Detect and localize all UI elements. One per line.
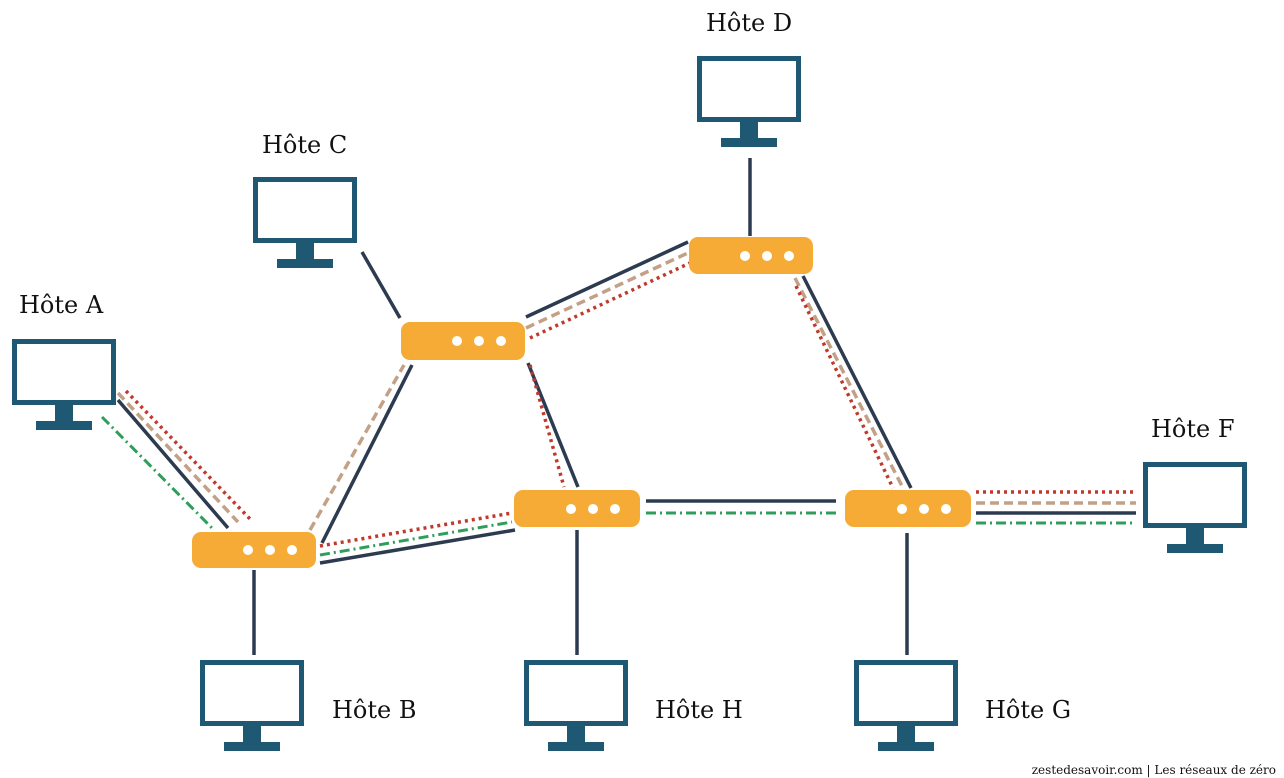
path-green-segment (319, 520, 513, 557)
router-icon (689, 237, 813, 274)
link-host-c-router-2 (360, 251, 402, 319)
link-router-3-router-5 (801, 275, 913, 489)
router-light (588, 504, 598, 514)
credit-text: zestedesavoir.com | Les réseaux de zéro (1032, 763, 1276, 777)
path-red-segment (319, 511, 513, 548)
router-light (452, 336, 462, 346)
path-tan-segment (793, 277, 905, 489)
path-green-segment (100, 415, 214, 530)
router-light (762, 251, 772, 261)
host-h-label: Hôte H (655, 696, 743, 724)
monitor-icon (12, 339, 116, 430)
host-c-label: Hôte C (262, 131, 347, 159)
monitor-icon (524, 660, 628, 751)
host-b: Hôte B (200, 660, 417, 751)
router-light (566, 504, 576, 514)
router-1 (192, 532, 316, 568)
link-router-2-router-4 (526, 362, 580, 488)
router-icon (192, 532, 316, 568)
router-light (243, 545, 253, 555)
router-5 (845, 490, 971, 527)
router-light (265, 545, 275, 555)
router-light (287, 545, 297, 555)
host-g-label: Hôte G (985, 696, 1071, 724)
router-icon (514, 490, 640, 527)
host-a: Hôte A (12, 291, 116, 430)
router-light (919, 504, 929, 514)
path-tan-segment (308, 364, 406, 531)
host-d-label: Hôte D (706, 9, 792, 37)
monitor-icon (854, 660, 958, 751)
link-router-1-router-2 (320, 364, 414, 544)
monitor-icon (200, 660, 304, 751)
host-d: Hôte D (697, 9, 801, 147)
link-host-a-router-1 (116, 398, 230, 530)
host-c: Hôte C (253, 131, 357, 268)
link-router-1-router-4 (319, 528, 516, 565)
router-light (740, 251, 750, 261)
router-4 (514, 490, 640, 527)
path-tan-segment (116, 391, 240, 524)
router-light (784, 251, 794, 261)
router-light (474, 336, 484, 346)
router-icon (845, 490, 971, 527)
monitor-icon (1143, 462, 1247, 553)
router-3 (689, 237, 813, 274)
routing-paths (100, 250, 1136, 557)
network-links (116, 158, 1136, 655)
host-f: Hôte F (1143, 415, 1247, 553)
path-red-segment (124, 389, 254, 523)
host-f-label: Hôte F (1151, 415, 1235, 443)
router-2 (401, 322, 525, 360)
path-tan-segment (525, 250, 691, 330)
router-icon (401, 322, 525, 360)
router-light (610, 504, 620, 514)
router-light (941, 504, 951, 514)
router-light (496, 336, 506, 346)
link-router-2-router-3 (525, 240, 689, 319)
host-b-label: Hôte B (332, 696, 417, 724)
host-a-label: Hôte A (19, 291, 104, 319)
monitor-icon (253, 177, 357, 268)
host-h: Hôte H (524, 660, 743, 751)
path-red-segment (794, 285, 895, 489)
path-red-segment (529, 260, 693, 340)
monitor-icon (697, 56, 801, 147)
path-red-segment (528, 364, 566, 488)
router-light (897, 504, 907, 514)
host-g: Hôte G (854, 660, 1071, 751)
